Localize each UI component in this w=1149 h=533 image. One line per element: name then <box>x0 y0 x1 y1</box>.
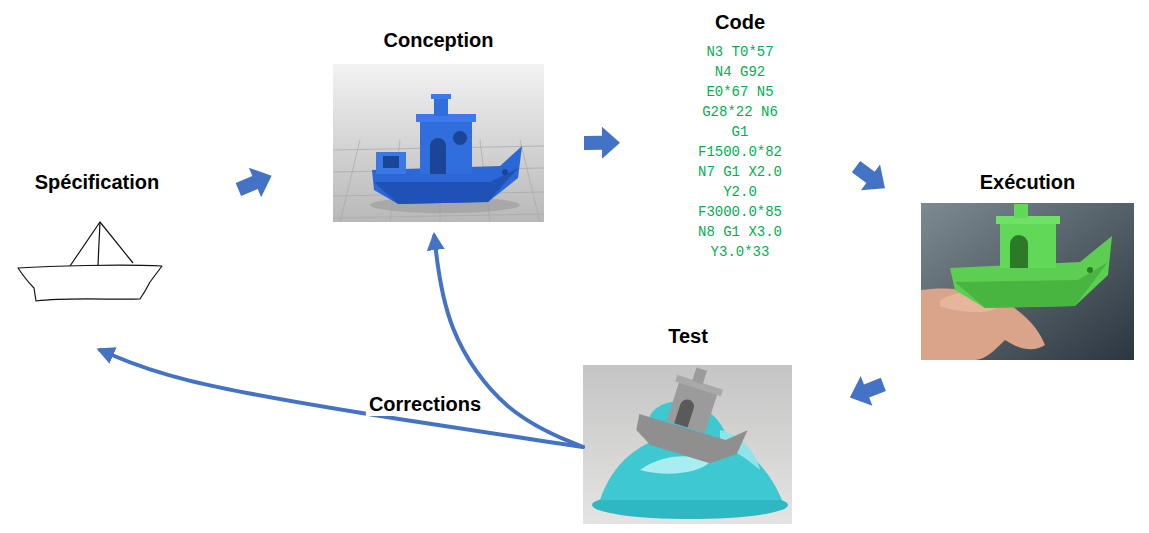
photo-ground <box>921 203 1134 360</box>
cad-render <box>333 64 544 222</box>
stage-title: Spécification <box>17 170 177 194</box>
test-photo <box>583 355 792 524</box>
stage-conception: Conception <box>333 28 544 236</box>
block-arrow <box>236 168 272 198</box>
block-arrow <box>852 161 885 190</box>
grid-line <box>520 140 540 222</box>
print-photo <box>921 203 1134 360</box>
stage-title: Code <box>660 10 820 34</box>
grid-line <box>340 140 360 222</box>
grid-line <box>333 214 544 218</box>
sketch-mast <box>98 222 100 265</box>
boat-sketch <box>18 222 162 301</box>
stage-title: Exécution <box>921 170 1134 194</box>
stage-execution: Exécution <box>921 170 1134 362</box>
stage-title: Test <box>583 324 793 348</box>
stage-code: Code N3 T0*57 N4 G92 E0*67 N5 G28*22 N6 G… <box>660 10 820 270</box>
green-cabin <box>1000 222 1056 268</box>
render-ground <box>333 64 544 222</box>
edge-label: Corrections <box>366 392 484 416</box>
blue-porthole <box>502 169 508 175</box>
blue-cabin <box>420 118 472 174</box>
grey-boat <box>631 355 761 472</box>
blue-cabin-door <box>430 138 446 174</box>
stage-test: Test <box>583 324 793 526</box>
grey-door <box>674 398 696 428</box>
gcode-listing: N3 T0*57 N4 G92 E0*67 N5 G28*22 N6 G1 F1… <box>696 42 784 262</box>
sketch-sail <box>70 222 133 266</box>
block-arrow <box>584 127 620 159</box>
green-porthole <box>1087 267 1093 273</box>
blue-window <box>453 131 467 145</box>
sketch-hull <box>18 265 162 301</box>
block-arrow <box>850 376 886 406</box>
green-chimney <box>1014 204 1028 218</box>
blue-box <box>376 152 406 174</box>
green-door <box>1010 235 1028 268</box>
stage-specification: Spécification <box>17 170 177 350</box>
grey-chimney <box>692 367 707 384</box>
correction-arrow <box>100 350 583 447</box>
blue-chimney-top <box>431 94 451 99</box>
blue-box-hole <box>383 156 399 168</box>
grey-hull <box>631 397 747 472</box>
photo-ground <box>583 365 792 524</box>
green-hull-side <box>955 262 1108 308</box>
stage-title: Conception <box>333 28 544 52</box>
